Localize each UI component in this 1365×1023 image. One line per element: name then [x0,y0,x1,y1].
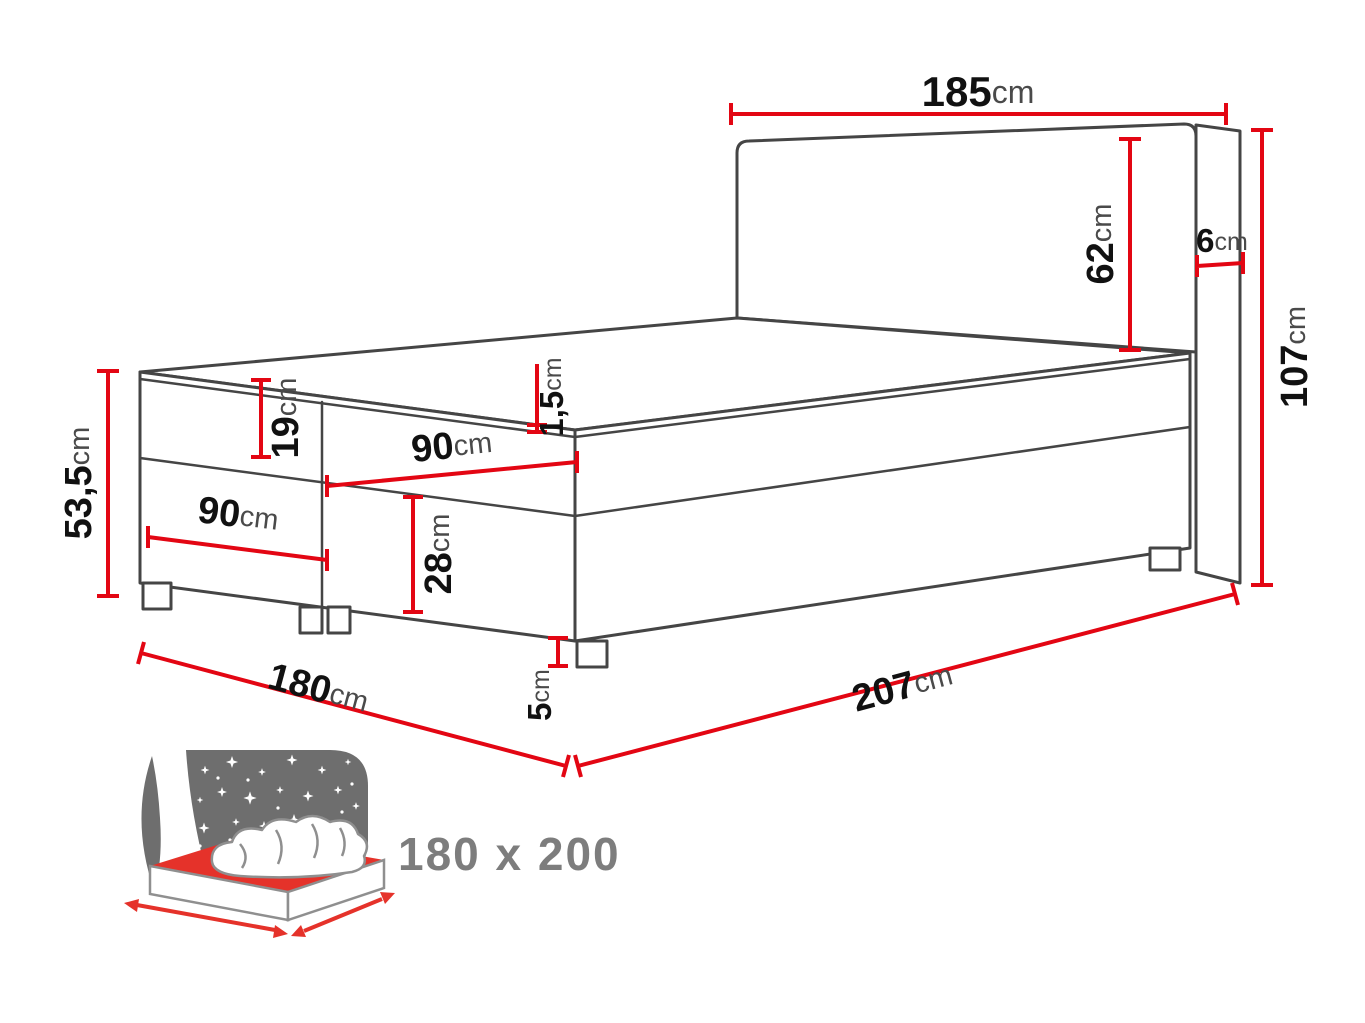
dim-line-side-height [97,369,119,598]
dim-line-base-half-width [146,526,329,571]
dim-label-bed-width: 180cm [264,656,373,723]
bed-leg [298,605,324,635]
dim-label-total-height: 107cm [1274,306,1316,408]
star-dot [216,776,220,780]
dim-label-leg-height: 5cm [521,669,558,721]
icon-size-arrows [124,892,395,938]
star-dot [340,810,344,814]
size-label: 180 x 200 [398,828,621,880]
dim-label-mattress-half-width: 90cm [409,421,494,471]
dim-line-bed-length [573,582,1240,778]
length-arrow-head [291,925,306,937]
dim-label-headboard-thickness: 6cm [1196,222,1248,259]
star-dot [198,844,202,848]
mattress-base-seam-front [138,456,577,518]
dim-line-mattress-thickness [251,378,271,459]
bed-body [138,316,1192,669]
headboard-side-panel [1194,123,1242,585]
dim-line-headboard-height [1119,137,1141,352]
length-arrow-head [380,892,395,904]
star-dot [276,806,280,810]
size-icon: 180 x 200 [124,750,621,938]
duvet-fold-line [274,829,283,865]
duvet-blob [210,814,369,879]
length-arrow [303,897,383,933]
bed-leg [326,605,352,635]
dim-label-base-height: 28cm [418,514,460,595]
dim-line-mattress-half-width [325,451,579,497]
mattress-base-seam-side [573,425,1192,518]
dim-label-topper-thickness: 1,5cm [533,357,570,436]
dim-line-total-height [1251,128,1273,587]
star-dot [246,778,250,782]
topper-seam-front [138,377,577,439]
dim-line-topper-thickness [527,364,547,434]
duvet-fold-line [310,823,319,859]
dim-line-headboard-thickness [1195,252,1245,277]
star-dot [350,782,354,786]
dim-line-bed-width [136,641,571,778]
dim-label-bed-length: 207cm [848,654,957,721]
dimension-lines [97,103,1273,778]
dim-line-headboard-width [729,103,1228,125]
bed-leg [575,639,609,669]
bed-leg [141,581,173,611]
dim-line-leg-height [548,636,568,668]
dim-label-mattress-thickness: 19cm [265,378,307,459]
width-arrow-head [124,899,139,912]
topper-seam-side [573,357,1192,439]
dimension-labels: 185cm 62cm 6cm 107cm 1,5cm 19cm 90cm 90c… [58,68,1316,723]
duvet-fold-line [239,843,247,869]
dim-label-base-half-width: 90cm [196,489,281,541]
duvet-fold-line [338,827,346,857]
dim-label-side-height: 53,5cm [58,427,100,540]
bed-foot-face [138,370,577,643]
dim-label-headboard-height: 62cm [1080,204,1122,285]
dim-label-headboard-width: 185cm [922,68,1035,115]
headboard-front-panel [735,122,1198,354]
icon-duvet [210,814,369,879]
width-arrow-head [273,925,288,938]
night-sky-crescent [141,756,161,890]
bed-leg [1148,546,1182,572]
width-arrow [136,903,276,932]
headboard [735,122,1242,585]
dim-line-base-height [403,495,423,614]
bed-drawing [138,122,1242,669]
